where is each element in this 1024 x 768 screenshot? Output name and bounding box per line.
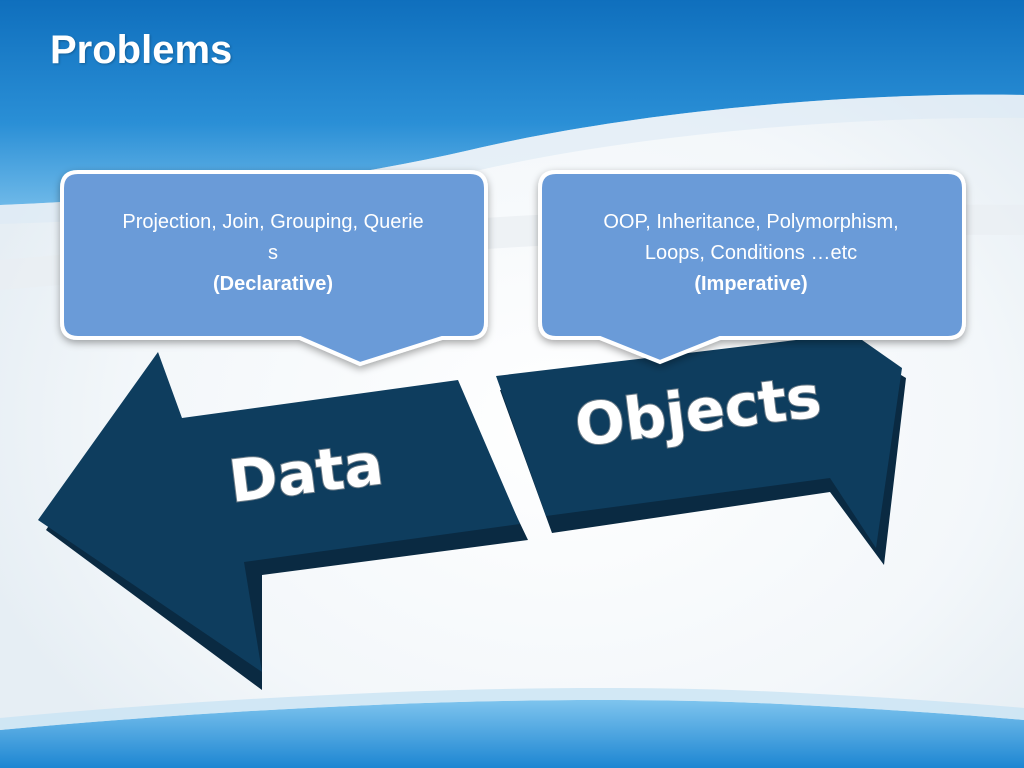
data-arrow-left (38, 352, 520, 672)
callout-left-line-1: Projection, Join, Grouping, Querie (122, 211, 424, 233)
callout-left-bubble (60, 170, 488, 367)
callout-right-line-2: Loops, Conditions …etc (644, 242, 858, 264)
callout-right-line-1: OOP, Inheritance, Polymorphism, (603, 211, 899, 233)
objects-arrow-right (496, 302, 902, 548)
callout-right-bubble (538, 170, 966, 365)
callout-right-tag: (Imperative) (694, 273, 808, 295)
callout-left-line-2: s (268, 242, 278, 264)
callout-right: OOP, Inheritance, Polymorphism, Loops, C… (546, 207, 956, 300)
slide-title: Problems (50, 28, 233, 72)
callout-left: Projection, Join, Grouping, Querie s (De… (68, 207, 478, 300)
callout-left-tag: (Declarative) (212, 273, 334, 295)
